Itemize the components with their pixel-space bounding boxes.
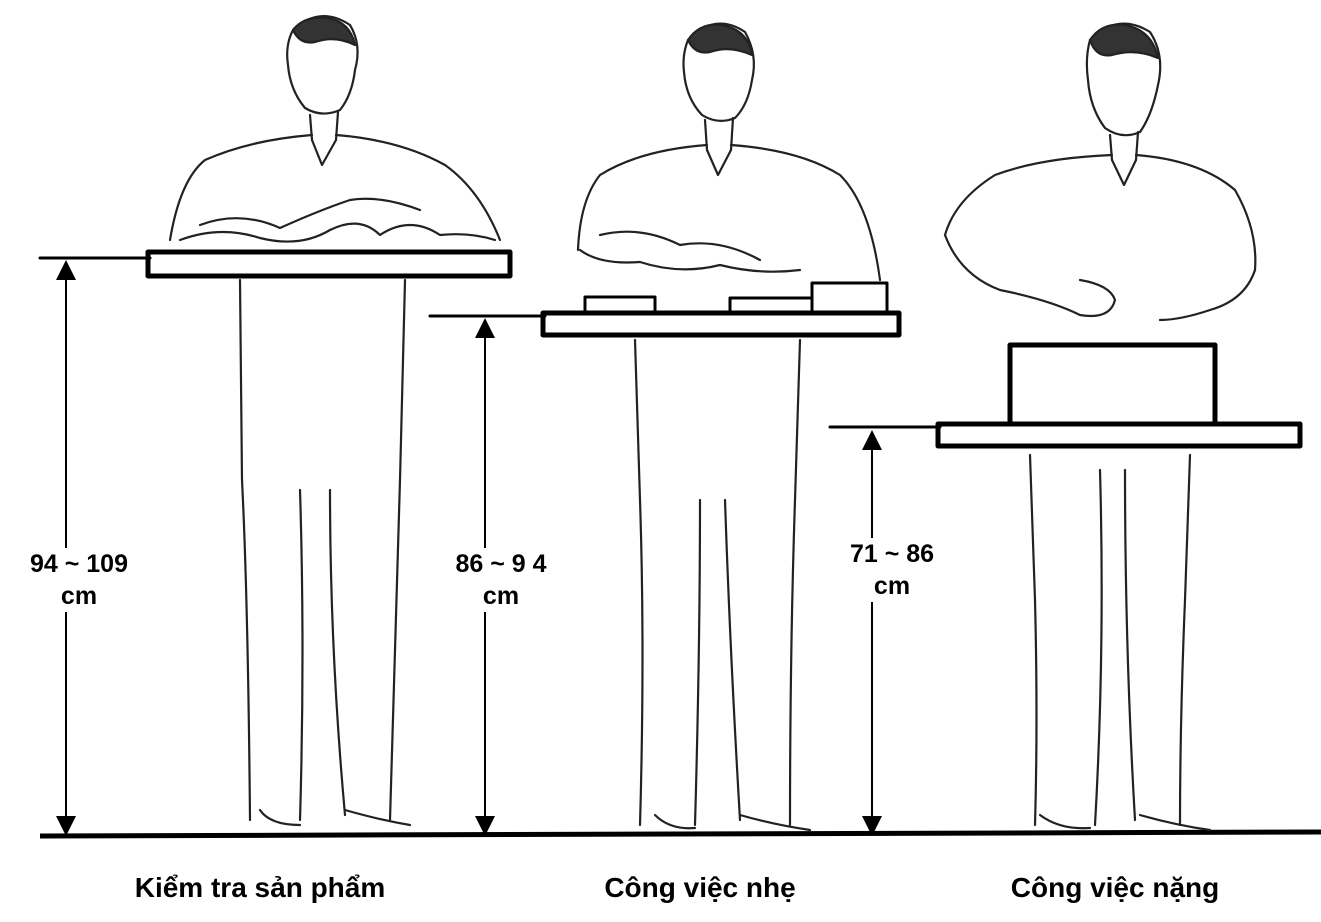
station-inspection (40, 16, 510, 826)
floor-line (40, 832, 1321, 836)
tabletop-1 (148, 252, 510, 276)
worker-figure-1 (170, 16, 500, 825)
height-label-unit: cm (832, 570, 952, 602)
height-label-inspection: 94 ~ 109 cm (14, 548, 144, 612)
height-label-unit: cm (436, 580, 566, 612)
height-label-value: 86 ~ 9 4 (436, 548, 566, 580)
caption-light-work: Công việc nhẹ (560, 872, 840, 904)
height-label-value: 94 ~ 109 (14, 548, 144, 580)
caption-inspection: Kiểm tra sản phẩm (110, 872, 410, 904)
caption-heavy-work: Công việc nặng (975, 872, 1255, 904)
tabletop-2 (543, 313, 899, 335)
tabletop-3 (938, 424, 1300, 446)
height-label-heavy-work: 71 ~ 86 cm (832, 538, 952, 602)
height-label-unit: cm (14, 580, 144, 612)
height-label-light-work: 86 ~ 9 4 cm (436, 548, 566, 612)
station-heavy-work (830, 24, 1300, 830)
height-label-value: 71 ~ 86 (832, 538, 952, 570)
